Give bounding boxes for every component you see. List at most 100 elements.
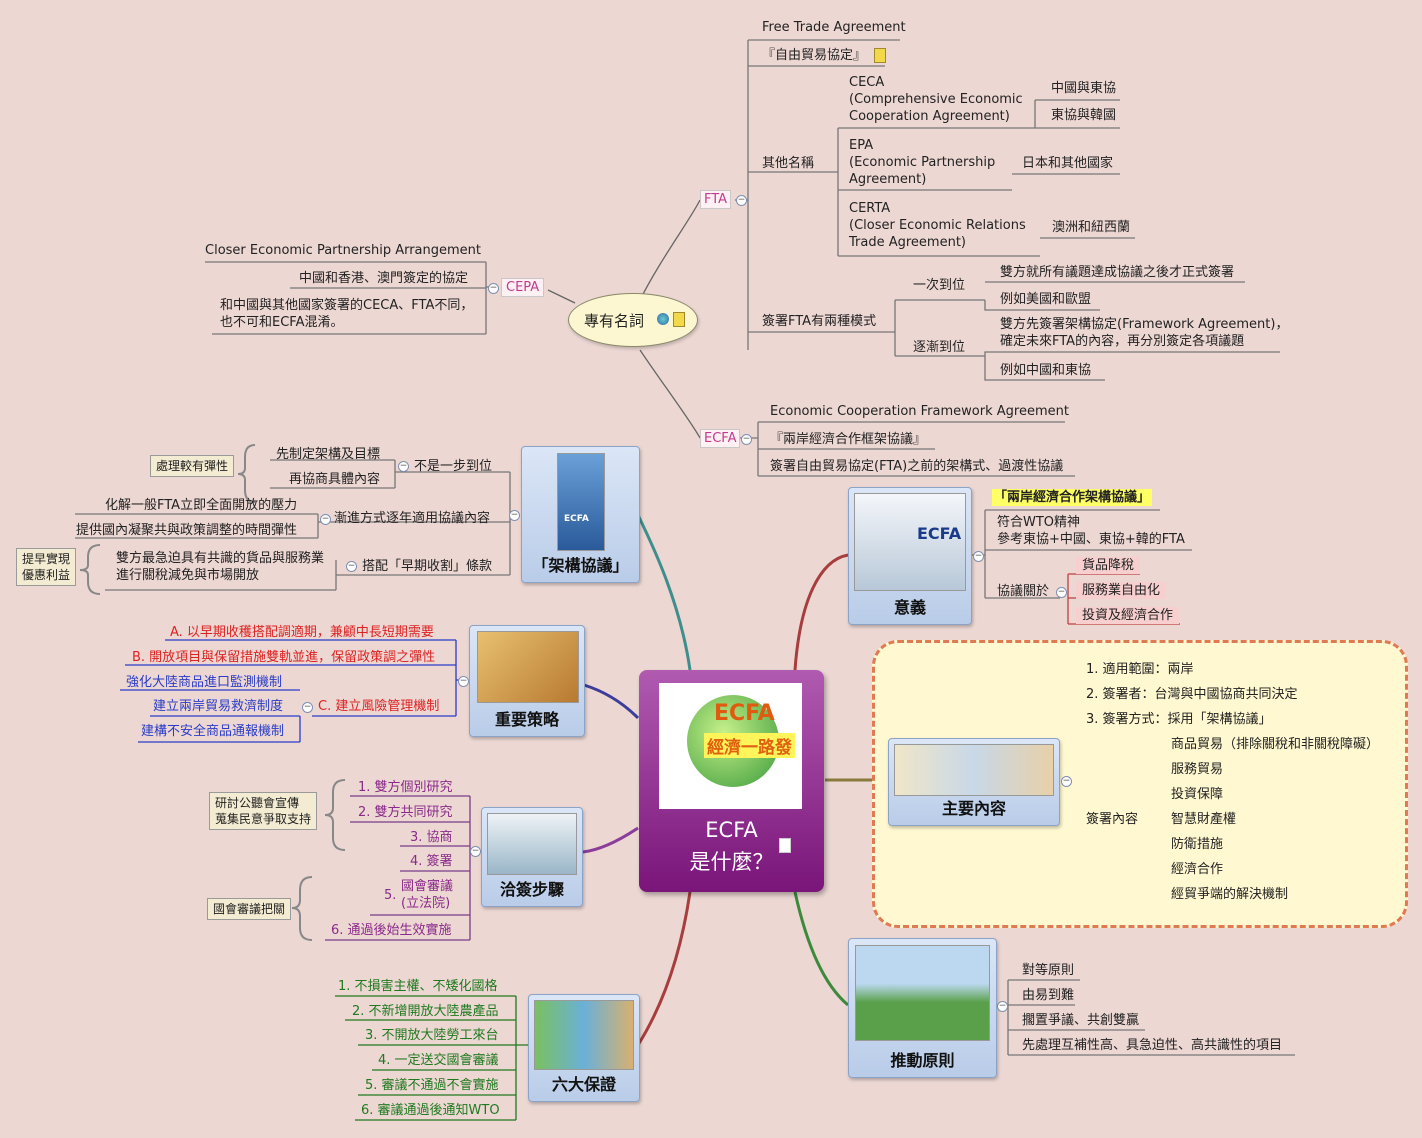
strategy-b: B. 開放項目與保留措施雙軌並進，保留政策調之彈性	[132, 650, 436, 665]
strategy-c: C. 建立風險管理機制	[318, 699, 440, 714]
framework-cover-image: ECFA	[557, 453, 605, 551]
steps-s2: 2. 雙方共同研究	[358, 805, 453, 820]
cepa-label[interactable]: CEPA	[501, 278, 545, 297]
fta-gradual-a: 雙方先簽署架構協定(Framework Agreement)， 確定未來FTA的…	[1000, 317, 1289, 349]
fta-modes: 簽署FTA有兩種模式	[762, 314, 877, 329]
guarantees-g6: 6. 審議通過後通知WTO	[361, 1103, 500, 1118]
collapse-icon[interactable]: −	[741, 434, 752, 445]
strategy-c3: 建構不安全商品通報機制	[141, 724, 285, 739]
note-icon	[673, 312, 685, 327]
fta-once-a: 雙方就所有議題達成協議之後才正式簽署	[1000, 265, 1235, 280]
guarantees-g5: 5. 審議不通過不會實施	[365, 1078, 499, 1093]
steps-s5-num: 5.	[384, 888, 397, 903]
framework-flex-tag: 處理較有彈性	[150, 455, 235, 477]
steps-tag2: 國會審議把關	[207, 898, 292, 920]
framework-g-b: 提供國內凝聚共與政策調整的時間彈性	[76, 523, 298, 538]
framework-label: 「架構協議」	[532, 556, 629, 575]
collapse-icon[interactable]: −	[398, 461, 409, 472]
framework-node[interactable]: ECFA 「架構協議」	[521, 446, 640, 583]
note-icon	[874, 48, 886, 63]
content-node[interactable]: 主要內容	[888, 738, 1060, 826]
center-title-line2: 是什麼？	[689, 850, 774, 874]
content-c3: 3. 簽署方式：採用「架構協議」	[1086, 712, 1272, 727]
strategy-label: 重要策略	[494, 710, 559, 729]
framework-gradual: 漸進方式逐年適用協議內容	[334, 511, 491, 526]
terms-label: 專有名詞	[584, 312, 645, 330]
collapse-icon[interactable]: −	[997, 1001, 1008, 1012]
fta-label[interactable]: FTA	[700, 190, 732, 209]
collapse-icon[interactable]: −	[1056, 587, 1067, 598]
terms-bubble[interactable]: 專有名詞	[568, 293, 698, 347]
principles-label: 推動原則	[890, 1051, 955, 1070]
steps-label: 洽簽步驟	[499, 880, 564, 899]
collapse-icon[interactable]: −	[1061, 776, 1072, 787]
ecfa-desc: 簽署自由貿易協定(FTA)之前的架構式、過渡性協議	[770, 459, 1064, 474]
steps-s6: 6. 通過後始生效實施	[331, 923, 452, 938]
framework-g-a: 化解一般FTA立即全面開放的壓力	[105, 498, 298, 513]
steps-node[interactable]: 洽簽步驟	[481, 807, 583, 907]
fta-other-names: 其他名稱	[762, 156, 815, 171]
content-k3: 投資保障	[1171, 787, 1224, 802]
content-label: 主要內容	[941, 799, 1006, 818]
content-k6: 經濟合作	[1171, 862, 1224, 877]
collapse-icon[interactable]: −	[320, 514, 331, 525]
collapse-icon[interactable]: −	[488, 283, 499, 294]
strategy-c2: 建立兩岸貿易救濟制度	[153, 699, 284, 714]
meaning-title: 「兩岸經濟合作架構協議」	[992, 489, 1153, 506]
guarantees-label: 六大保證	[551, 1075, 616, 1094]
ecfa-label[interactable]: ECFA	[700, 429, 741, 448]
collapse-icon[interactable]: −	[346, 561, 357, 572]
center-logo-line2: 經濟一路發	[704, 733, 795, 758]
guarantees-node[interactable]: 六大保證	[528, 994, 640, 1102]
globe-icon	[657, 313, 669, 325]
content-c1: 1. 適用範圍：兩岸	[1086, 662, 1194, 677]
cepa-a: 中國和香港、澳門簽定的協定	[299, 271, 469, 286]
collapse-icon[interactable]: −	[470, 846, 481, 857]
principles-p4: 先處理互補性高、具急迫性、高共識性的項目	[1022, 1038, 1283, 1053]
guarantees-g2: 2. 不新增開放大陸農產品	[352, 1004, 499, 1019]
center-title-line1: ECFA	[705, 818, 758, 842]
principles-p1: 對等原則	[1022, 963, 1075, 978]
collapse-icon[interactable]: −	[736, 195, 747, 206]
meaning-wto: 符合WTO精神 參考東協+中國、東協+韓的FTA	[997, 515, 1185, 547]
framework-early: 搭配「早期收割」條款	[362, 559, 493, 574]
fta-certa: CERTA (Closer Economic Relations Trade A…	[849, 201, 1026, 250]
guarantees-g4: 4. 一定送交國會審議	[378, 1053, 499, 1068]
meaning-i3: 投資及經濟合作	[1076, 607, 1180, 624]
guarantees-image	[534, 1000, 634, 1070]
guarantees-g3: 3. 不開放大陸勞工來台	[365, 1028, 499, 1043]
meaning-label: 意義	[893, 598, 926, 617]
collapse-icon[interactable]: −	[302, 702, 313, 713]
cepa-b: 和中國與其他國家簽署的CECA、FTA不同， 也不可和ECFA混淆。	[220, 298, 474, 330]
content-image	[894, 744, 1054, 796]
content-k7: 經貿爭端的解決機制	[1171, 887, 1289, 902]
ecfa-cn: 『兩岸經濟合作框架協議』	[770, 432, 927, 447]
fta-ceca: CECA (Comprehensive Economic Cooperation…	[849, 75, 1023, 124]
collapse-icon[interactable]: −	[458, 676, 469, 687]
collapse-icon[interactable]: −	[973, 551, 984, 562]
strategy-hand-image	[477, 631, 579, 703]
note-icon	[779, 838, 791, 853]
framework-early-tag: 提早實現 優惠利益	[16, 548, 77, 586]
content-k4: 智慧財產權	[1171, 812, 1237, 827]
center-node[interactable]: ECFA 經濟一路發 ECFA 是什麼？	[639, 670, 824, 892]
fta-epa: EPA (Economic Partnership Agreement)	[849, 138, 996, 187]
fta-full: Free Trade Agreement	[762, 20, 906, 35]
collapse-icon[interactable]: −	[509, 510, 520, 521]
framework-nb-b: 再協商具體內容	[289, 472, 381, 487]
strategy-a: A. 以早期收穫搭配調適期，兼顧中長短期需要	[170, 625, 434, 640]
content-k1: 商品貿易（排除關稅和非關稅障礙）	[1171, 737, 1380, 752]
steps-tea-image	[487, 813, 577, 875]
strategy-node[interactable]: 重要策略	[469, 625, 585, 737]
meaning-i2: 服務業自由化	[1076, 582, 1167, 599]
meaning-about: 協議關於	[997, 584, 1050, 599]
principles-p3: 擱置爭議、共創雙贏	[1022, 1013, 1140, 1028]
steps-s5: 國會審議 (立法院)	[401, 879, 454, 911]
principles-node[interactable]: 推動原則	[848, 938, 997, 1078]
ecfa-full: Economic Cooperation Framework Agreement	[770, 404, 1069, 419]
content-k5: 防衛措施	[1171, 837, 1224, 852]
steps-s1: 1. 雙方個別研究	[358, 780, 453, 795]
principles-p2: 由易到難	[1022, 988, 1075, 1003]
meaning-node[interactable]: ECFA 意義	[848, 487, 972, 625]
